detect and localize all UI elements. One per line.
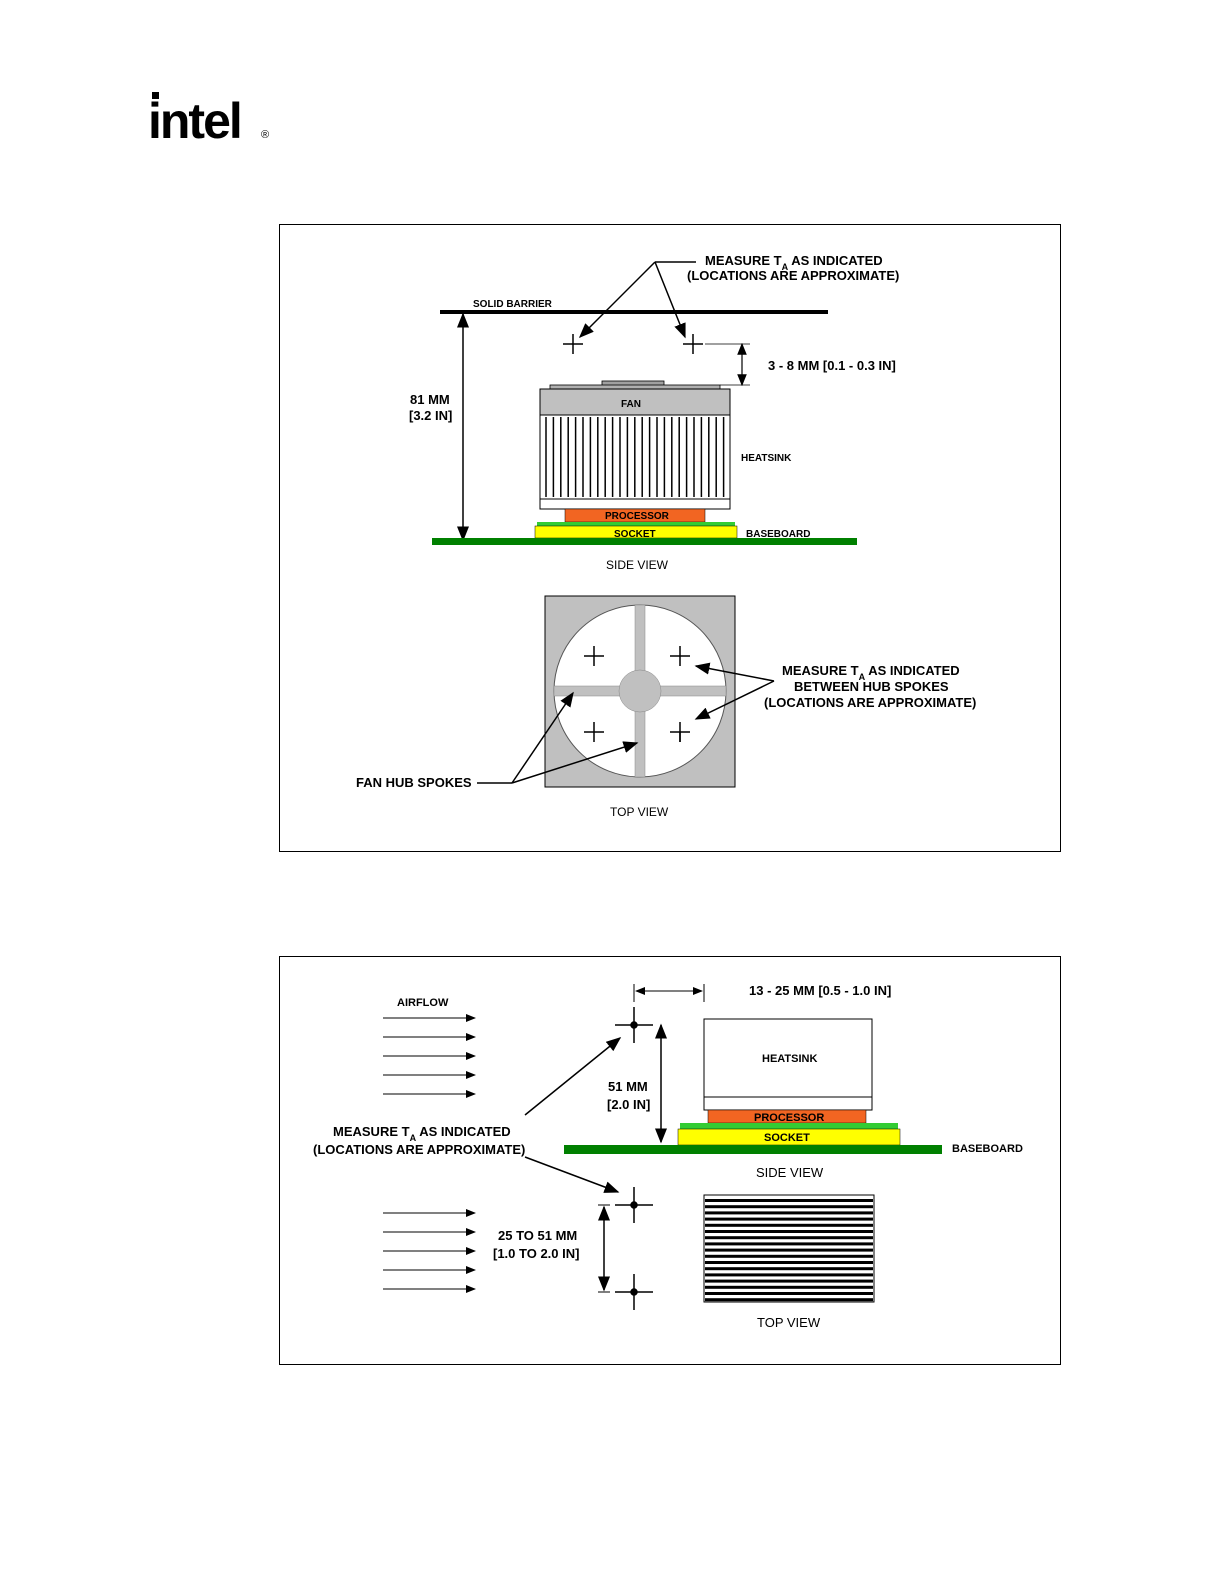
top-view-label: TOP VIEW [757, 1315, 821, 1330]
heatsink-top-fin [705, 1236, 873, 1240]
airflow-arrows-lower [383, 1209, 476, 1293]
figure-passive-heatsink-measurement: AIRFLOW 13 - 25 MM [0.5 - 1.0 IN] 51 MM … [279, 956, 1061, 1365]
intel-logo-text: intel [148, 93, 241, 149]
heatsink-base [539, 498, 731, 510]
processor-label: PROCESSOR [605, 511, 670, 522]
heatsink-top-fin [705, 1230, 873, 1233]
baseboard-label: BASEBOARD [952, 1143, 1023, 1155]
measure-label-line2: (LOCATIONS ARE APPROXIMATE) [687, 268, 899, 283]
heatsink-top-fin [705, 1273, 873, 1277]
trademark-symbol: ® [261, 129, 269, 141]
airflow-label: AIRFLOW [397, 997, 449, 1009]
heatsink-top-fin [705, 1298, 873, 1302]
heatsink-label: HEATSINK [741, 453, 792, 464]
heatsink-top-fin [705, 1261, 873, 1264]
intel-logo-mark: intel ® [148, 92, 269, 149]
figure1-diagram: MEASURE TA AS INDICATED (LOCATIONS ARE A… [356, 253, 976, 819]
height-mm-label: 81 MM [410, 392, 450, 407]
intel-logo: intel ® [148, 86, 278, 156]
heatsink-top-fin [705, 1248, 873, 1252]
top-measure-line3: (LOCATIONS ARE APPROXIMATE) [764, 695, 976, 710]
heatsink-top-fin [705, 1211, 873, 1215]
fan-hub-spokes-label: FAN HUB SPOKES [356, 775, 472, 790]
socket-top [680, 1123, 898, 1129]
measure-label-line2: (LOCATIONS ARE APPROXIMATE) [313, 1142, 525, 1157]
heatsink-top-fin [705, 1199, 873, 1202]
heatsink-top-fin [705, 1279, 873, 1283]
height-in-label: [3.2 IN] [409, 408, 452, 423]
top-measure-line1: MEASURE TA AS INDICATED [782, 663, 960, 682]
measure-points-lower [615, 1187, 653, 1310]
airflow-arrows-upper [383, 1014, 476, 1098]
fan-hub [618, 669, 662, 713]
gap-dimension-label: 3 - 8 MM [0.1 - 0.3 IN] [768, 358, 896, 373]
measure-label-line1: MEASURE TA AS INDICATED [333, 1124, 511, 1143]
spacing-label-line1: 25 TO 51 MM [498, 1228, 577, 1243]
measure-point-crosses [563, 334, 703, 354]
socket-label: SOCKET [764, 1132, 810, 1144]
top-view-label: TOP VIEW [610, 805, 669, 819]
baseboard [564, 1145, 942, 1154]
height-mm-label: 51 MM [608, 1079, 648, 1094]
heatsink-label: HEATSINK [762, 1053, 817, 1065]
fan-label: FAN [621, 399, 641, 410]
heatsink-top-fin [705, 1223, 873, 1227]
heatsink-fins [545, 417, 725, 497]
baseboard-label: BASEBOARD [746, 529, 810, 540]
heatsink-top-fin [705, 1292, 873, 1295]
side-view-label: SIDE VIEW [606, 558, 669, 572]
distance-dimension-label: 13 - 25 MM [0.5 - 1.0 IN] [749, 983, 891, 998]
processor-label: PROCESSOR [754, 1112, 824, 1124]
heatsink-top-fin [705, 1242, 873, 1246]
baseboard [432, 538, 857, 545]
solid-barrier-label: SOLID BARRIER [473, 299, 553, 310]
heatsink-block [703, 1018, 873, 1098]
socket-label: SOCKET [614, 529, 656, 540]
socket-top [537, 522, 735, 526]
heatsink-top-fin [705, 1254, 873, 1258]
figure2-diagram: AIRFLOW 13 - 25 MM [0.5 - 1.0 IN] 51 MM … [313, 983, 1023, 1330]
top-measure-line2: BETWEEN HUB SPOKES [794, 679, 949, 694]
figure-fan-heatsink-measurement: MEASURE TA AS INDICATED (LOCATIONS ARE A… [279, 224, 1061, 852]
side-view-label: SIDE VIEW [756, 1165, 824, 1180]
heatsink-top-fin [705, 1285, 873, 1289]
heatsink-top-fin [705, 1205, 873, 1209]
measure-point-upper [615, 1007, 653, 1043]
spacing-label-line2: [1.0 TO 2.0 IN] [493, 1246, 579, 1261]
heatsink-base [703, 1096, 873, 1111]
heatsink-top-fin [705, 1217, 873, 1221]
heatsink-top-fins [705, 1199, 873, 1302]
top-measure-crosses [584, 646, 690, 742]
heatsink-top-fin [705, 1267, 873, 1271]
height-in-label: [2.0 IN] [607, 1097, 650, 1112]
measure-label-line1: MEASURE TA AS INDICATED [705, 253, 883, 272]
